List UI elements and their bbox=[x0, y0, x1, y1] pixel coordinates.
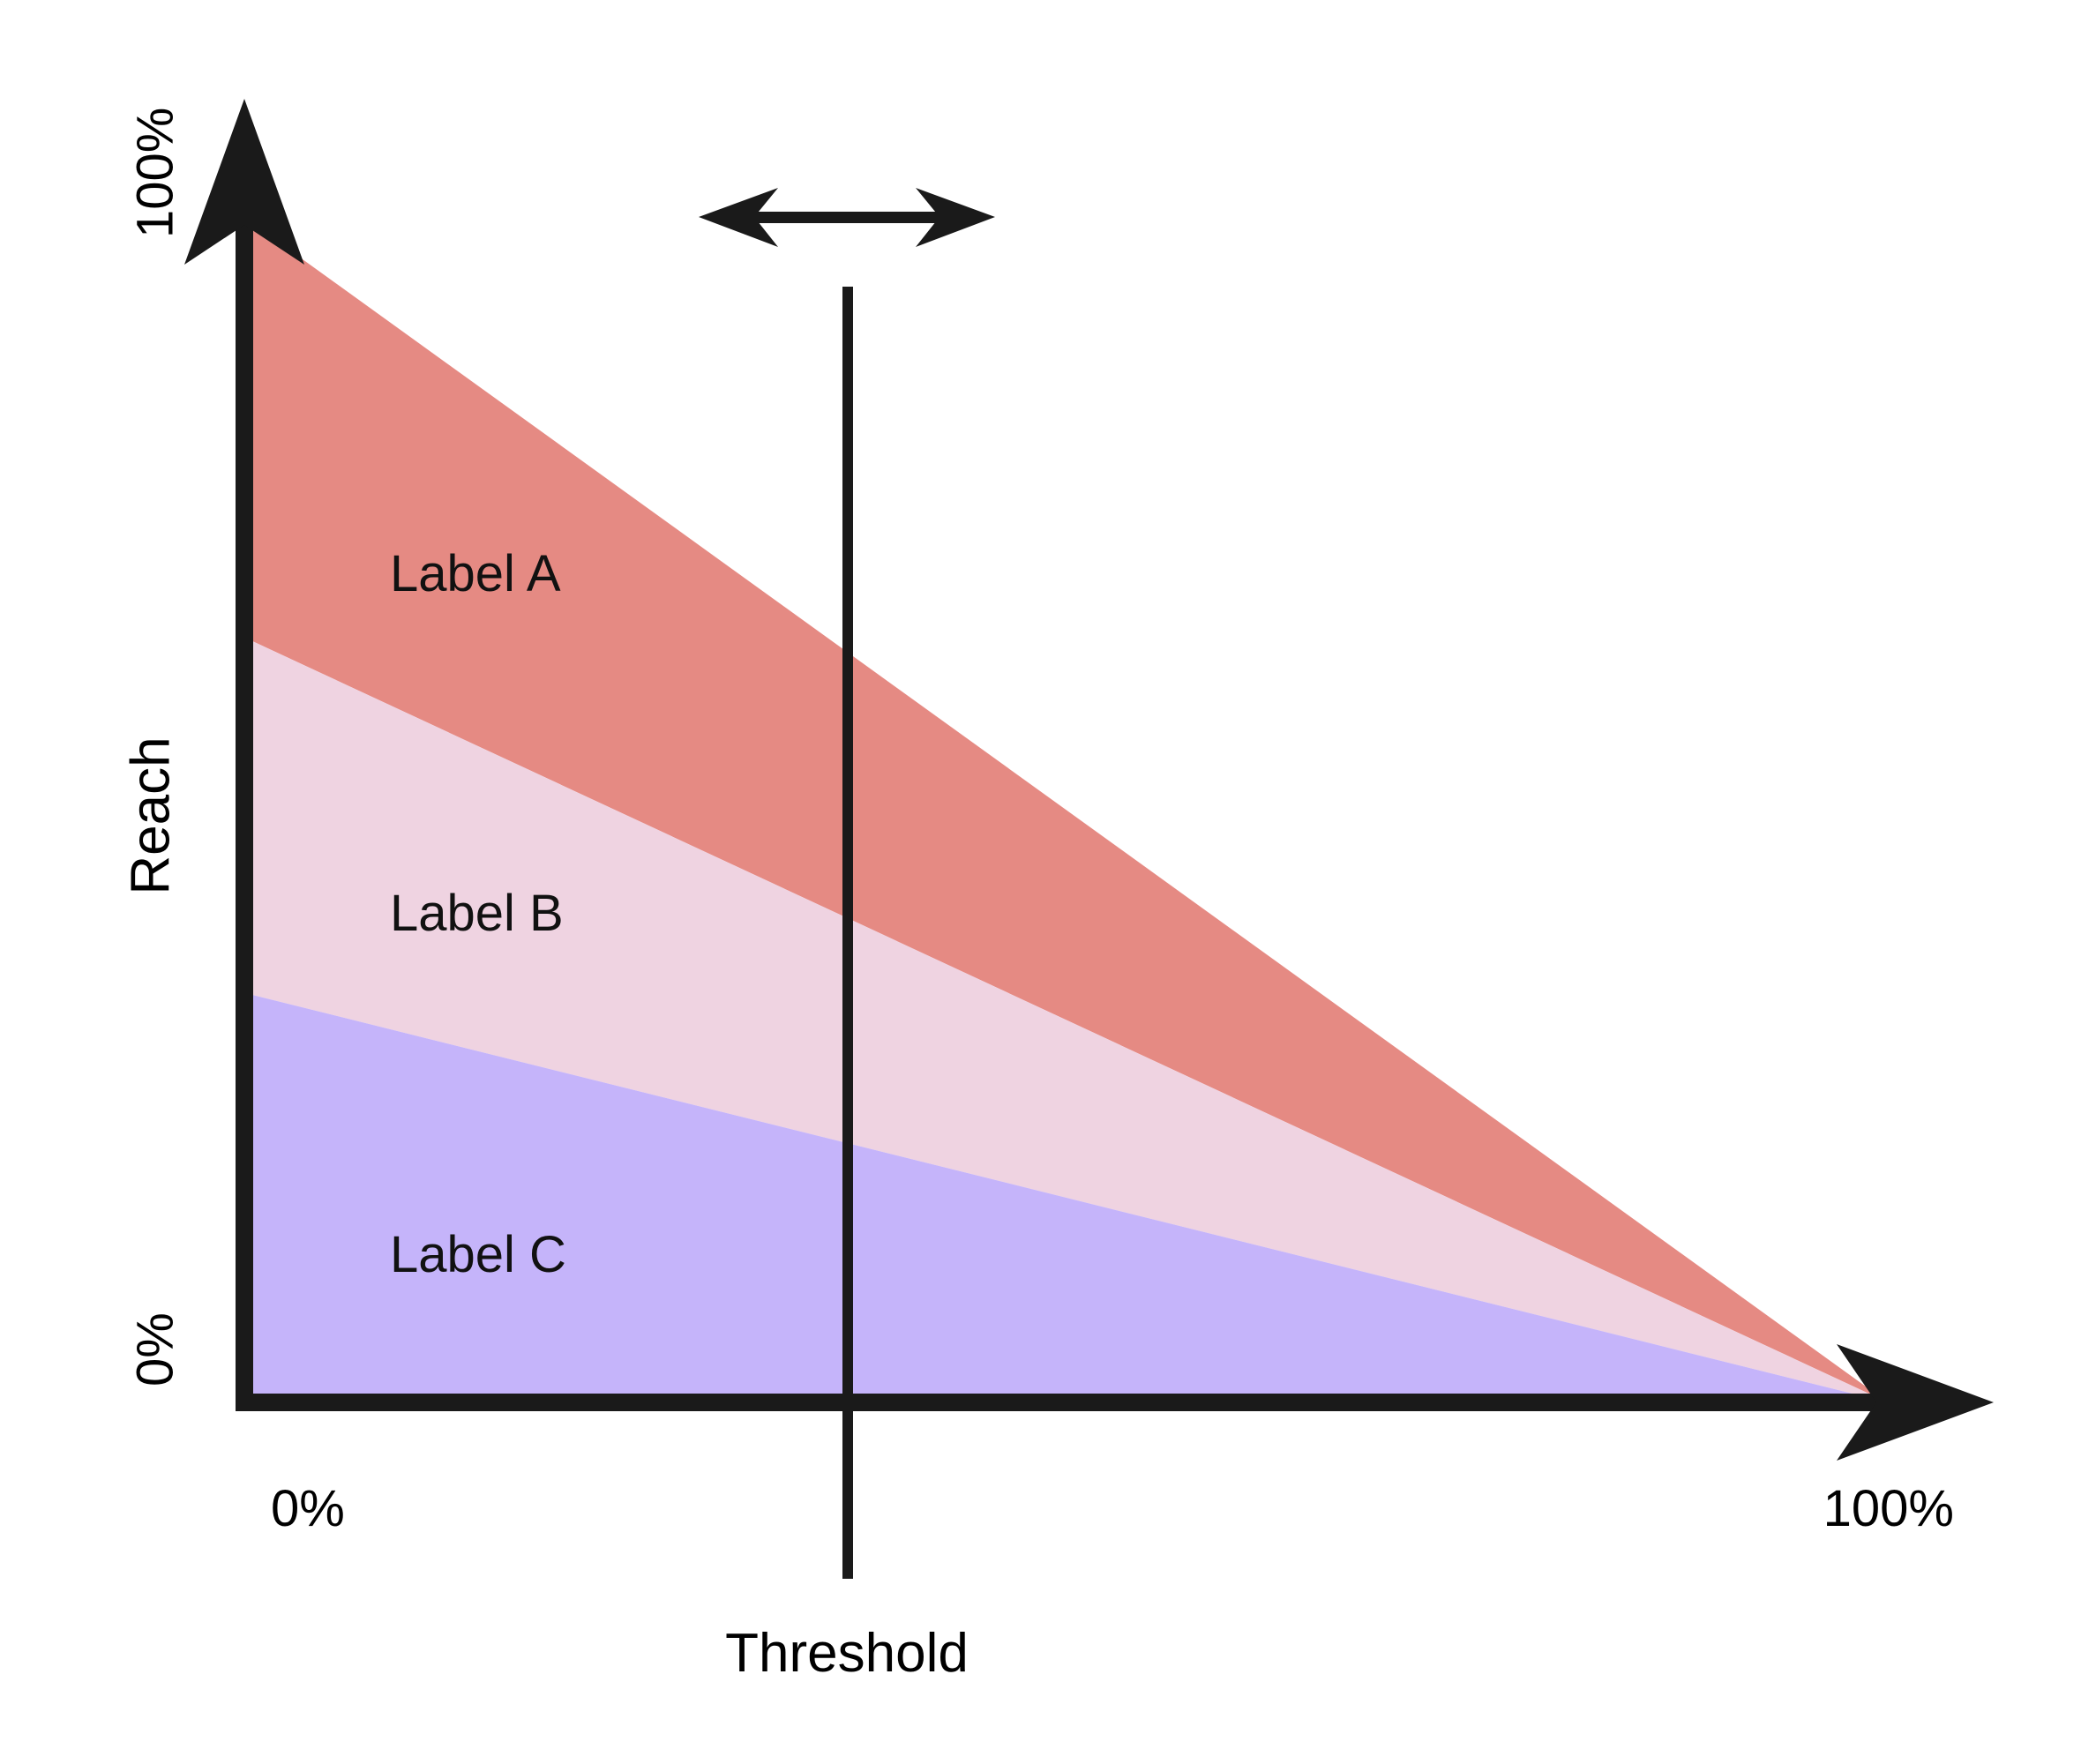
band-c-area bbox=[249, 994, 1888, 1402]
drag-arrow-left-head bbox=[699, 188, 778, 247]
y-axis bbox=[184, 99, 304, 1408]
y-axis-max-label: 100% bbox=[126, 108, 183, 238]
x-axis-min-label: 0% bbox=[271, 1480, 345, 1537]
x-axis-title: Threshold bbox=[725, 1623, 969, 1684]
drag-arrow-right-head bbox=[916, 188, 995, 247]
x-axis-arrowhead bbox=[1837, 1344, 1994, 1461]
y-axis-arrowhead bbox=[184, 99, 304, 265]
threshold-line[interactable] bbox=[842, 287, 853, 1579]
threshold-drag-arrow[interactable] bbox=[699, 188, 995, 247]
band-b-area bbox=[249, 639, 1888, 1402]
x-axis-max-label: 100% bbox=[1823, 1480, 1954, 1537]
y-axis-title: Reach bbox=[120, 736, 181, 894]
y-axis-min-label: 0% bbox=[126, 1312, 183, 1387]
x-axis bbox=[236, 1344, 1994, 1461]
band-a-area bbox=[249, 220, 1888, 1402]
band-label-a: Label A bbox=[390, 545, 561, 602]
band-group bbox=[249, 220, 1888, 1402]
band-label-b: Label B bbox=[390, 885, 564, 942]
band-label-c: Label C bbox=[390, 1226, 566, 1283]
